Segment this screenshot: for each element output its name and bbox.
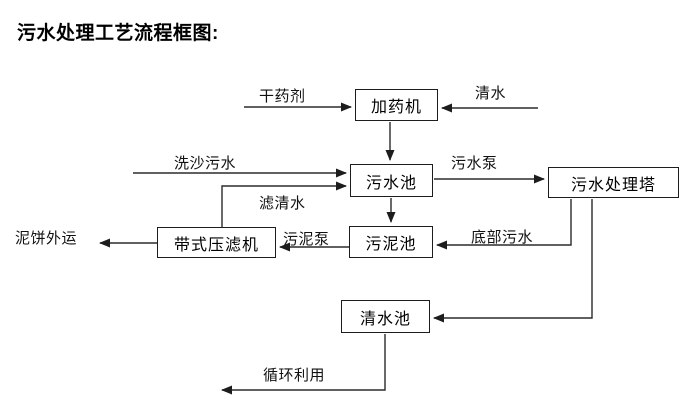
flow-label-recycle: 循环利用 bbox=[263, 367, 326, 384]
flow-label-sewage-pump: 污水泵 bbox=[451, 155, 498, 172]
node-clear-water-pool-label: 清水池 bbox=[359, 310, 411, 328]
node-belt-filter-press: 带式压滤机 bbox=[157, 227, 276, 258]
flow-label-sludge-pump: 污泥泵 bbox=[283, 231, 330, 248]
flow-label-sand-wash-sewage: 洗沙污水 bbox=[174, 155, 237, 172]
arrow-tower-bottom-sewage-to-sludge-pool bbox=[436, 199, 572, 250]
node-treatment-tower-label: 污水处理塔 bbox=[570, 176, 656, 194]
node-treatment-tower: 污水处理塔 bbox=[548, 167, 679, 198]
node-belt-filter-press-label: 带式压滤机 bbox=[173, 236, 259, 254]
arrow-clear-pool-to-recycle bbox=[221, 334, 386, 395]
node-sewage-pool: 污水池 bbox=[350, 164, 433, 197]
flow-label-mud-cake-out: 泥饼外运 bbox=[15, 230, 78, 247]
flow-label-clear-water: 清水 bbox=[475, 85, 507, 102]
node-dosing-machine: 加药机 bbox=[355, 89, 438, 121]
node-sewage-pool-label: 污水池 bbox=[365, 174, 417, 192]
flow-label-filtered-water: 滤清水 bbox=[259, 195, 306, 212]
page-title: 污水处理工艺流程框图: bbox=[17, 23, 219, 44]
node-dosing-machine-label: 加药机 bbox=[370, 99, 422, 116]
node-sludge-pool-label: 污泥池 bbox=[365, 236, 417, 253]
node-sludge-pool: 污泥池 bbox=[349, 226, 433, 258]
arrow-press-filtered-water-to-sewage-pool bbox=[221, 181, 347, 227]
arrow-tower-to-clear-pool bbox=[433, 199, 593, 323]
flow-label-bottom-sewage: 底部污水 bbox=[471, 229, 534, 246]
flow-label-dry-agent: 干药剂 bbox=[259, 88, 306, 105]
node-clear-water-pool: 清水池 bbox=[341, 300, 430, 333]
